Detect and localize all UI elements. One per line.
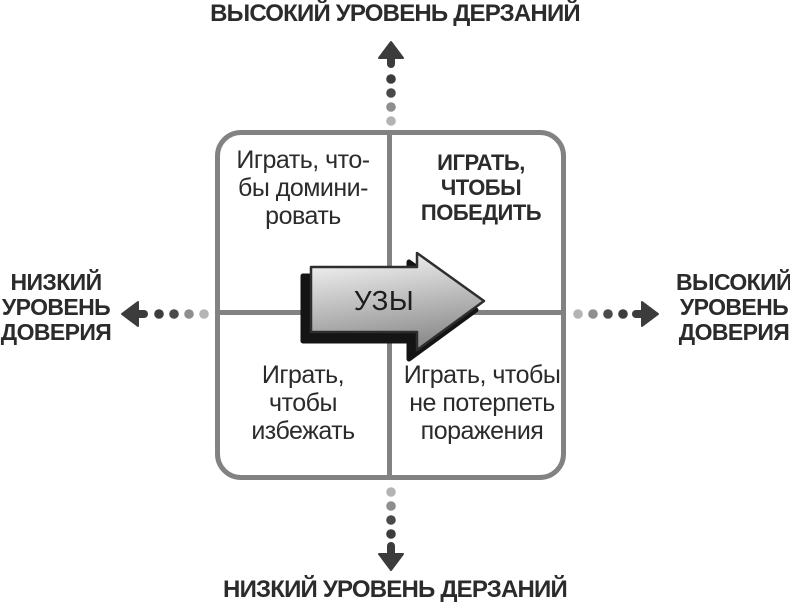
axis-label-line: ДОВЕРИЯ: [678, 319, 790, 345]
axis-label-high-daring: ВЫСОКИЙ УРОВЕНЬ ДЕРЗАНИЙ: [210, 0, 581, 27]
dotted-arrow-left-icon: [121, 301, 209, 327]
axis-label-low-daring: НИЗКИЙ УРОВЕНЬ ДЕРЗАНИЙ: [223, 576, 568, 603]
axis-label-line: УРОВЕНЬ: [1, 294, 111, 320]
quadrant-text-line: ЧТОБЫ: [440, 175, 522, 200]
axis-label-line: УРОВЕНЬ: [679, 294, 789, 320]
dotted-arrow-up-icon: [378, 41, 404, 126]
quadrant-text-line: чтобы: [269, 389, 337, 417]
center-arrow-label: УЗЫ: [354, 285, 414, 316]
center-bonds-arrow: УЗЫ: [300, 251, 486, 362]
quadrant-text-line: ПОБЕДИТЬ: [420, 200, 542, 225]
quadrant-play-not-to-lose: Играть, чтобы не потерпеть поражения: [394, 361, 570, 445]
quadrant-text-line: Играть,: [261, 361, 345, 389]
quadrant-box: [215, 130, 566, 480]
quadrant-text-line: Играть, что-: [236, 146, 370, 174]
dotted-arrow-down-icon: [378, 487, 404, 571]
quadrant-text-line: ровать: [265, 202, 341, 230]
axis-label-high-trust: ВЫСОКИЙ УРОВЕНЬ ДОВЕРИЯ: [674, 270, 790, 345]
quadrant-text-line: ИГРАТЬ,: [437, 150, 525, 175]
quadrant-play-to-avoid: Играть, чтобы избежать: [219, 361, 387, 445]
quadrant-text-line: бы домини-: [238, 174, 368, 202]
axis-label-line: НИЗКИЙ: [10, 269, 102, 295]
axis-label-low-trust: НИЗКИЙ УРОВЕНЬ ДОВЕРИЯ: [0, 270, 116, 345]
dotted-arrow-right-icon: [573, 301, 659, 327]
quadrant-text-line: не потерпеть: [409, 389, 555, 417]
quadrant-text-line: Играть, чтобы: [403, 361, 561, 389]
quadrant-play-to-dominate: Играть, что- бы домини- ровать: [219, 146, 387, 230]
quadrant-text-line: поражения: [420, 417, 544, 445]
arrow-body: [309, 251, 486, 352]
quadrant-play-to-win: ИГРАТЬ, ЧТОБЫ ПОБЕДИТЬ: [396, 150, 566, 225]
axis-label-line: ВЫСОКИЙ: [676, 269, 790, 295]
axis-label-line: ДОВЕРИЯ: [0, 319, 112, 345]
quadrant-text-line: избежать: [251, 417, 355, 445]
